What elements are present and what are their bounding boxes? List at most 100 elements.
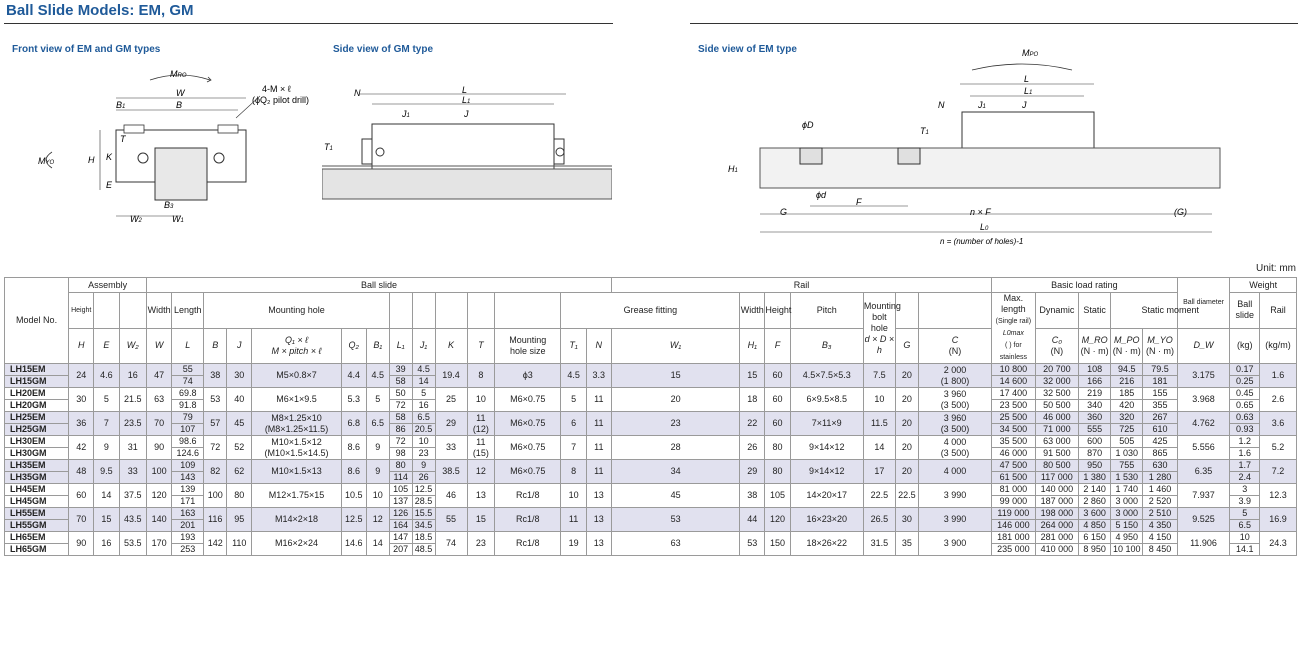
cell-dw: 11.906 (1176, 531, 1231, 556)
cell-mpo_gm: 3 000 (1110, 495, 1144, 508)
cell-g: 20 (894, 459, 919, 484)
cell-c0_em: 46 000 (1034, 411, 1080, 424)
model-gm: LH65GM (3, 543, 70, 556)
cell-w: 100 (146, 459, 173, 484)
caption-front-view: Front view of EM and GM types (12, 44, 161, 55)
cell-b: 100 (203, 483, 228, 508)
cell-ddh: 7×11×9 (789, 411, 864, 436)
cell-mounting-hole: M14×2×18 (251, 507, 342, 532)
cell-b3: 22.5 (862, 483, 896, 508)
cell-c0_gm: 91 500 (1034, 447, 1080, 460)
cell-t1: 4.5 (560, 363, 587, 388)
cell-dw: 6.35 (1176, 459, 1231, 484)
label-j1: J1 (401, 109, 410, 119)
cell-h: 60 (68, 483, 95, 508)
cell-e: 14 (93, 483, 120, 508)
label-mro: MRO (170, 69, 187, 79)
cell-t: 8 (466, 363, 496, 388)
cell-j1_em: 18.5 (411, 531, 436, 544)
th-basic-load: Basic load rating (991, 277, 1178, 293)
cell-w2: 37.5 (118, 483, 148, 508)
cell-l_em: 193 (171, 531, 205, 544)
cell-f: 80 (764, 459, 791, 484)
cell-h: 24 (68, 363, 95, 388)
cell-t1: 11 (560, 507, 587, 532)
side-em-drawing: MPO L L1 J1 J N T1 ϕD h H1 ϕd F G n × F … (728, 48, 1221, 246)
cell-l1_em: 50 (388, 387, 413, 400)
specification-table: Model No. Assembly Ball slide Rail Basic… (3, 277, 1297, 556)
cell-mpo_gm: 5 150 (1110, 519, 1144, 532)
cell-rail: 24.3 (1259, 531, 1297, 556)
cell-dw: 7.937 (1176, 483, 1231, 508)
label-em-n: N (938, 100, 945, 110)
cell-l_gm: 124.6 (171, 447, 205, 460)
cell-max-length: 3 960(3 500) (917, 387, 993, 412)
sym-l: L (171, 327, 205, 364)
cell-mpo_em: 3 000 (1110, 507, 1144, 520)
cell-w: 47 (146, 363, 173, 388)
cell-j: 62 (226, 459, 253, 484)
label-n: N (354, 88, 361, 98)
model-gm: LH25GM (3, 423, 70, 436)
sym-l1: L₁ (388, 327, 413, 364)
cell-j1_gm: 23 (411, 447, 436, 460)
label-mounting-hole: 4-M × ℓ (262, 84, 292, 94)
sym-dw: D_W (1176, 327, 1231, 364)
cell-j1_gm: 14 (411, 375, 436, 388)
cell-k: 46 (434, 483, 468, 508)
cell-l1_gm: 58 (388, 375, 413, 388)
cell-rail: 16.9 (1259, 507, 1297, 532)
cell-mounting-hole: M16×2×24 (251, 531, 342, 556)
cell-q2: 14.6 (340, 531, 367, 556)
cell-w2: 43.5 (118, 507, 148, 532)
cell-mro_em: 3 600 (1078, 507, 1112, 520)
cell-b: 82 (203, 459, 228, 484)
cell-t1: 6 (560, 411, 587, 436)
cell-l1_em: 147 (388, 531, 413, 544)
cell-f: 105 (764, 483, 791, 508)
label-b1: B1 (116, 100, 125, 110)
cell-l_em: 79 (171, 411, 205, 424)
cell-e: 9 (93, 435, 120, 460)
cell-mro_gm: 340 (1078, 399, 1112, 412)
cell-j1_em: 9 (411, 459, 436, 472)
th-weight: Weight (1229, 277, 1297, 293)
label-em-note: n = (number of holes)-1 (940, 237, 1023, 246)
model-em: LH55EM (3, 507, 70, 520)
cell-c0_em: 281 000 (1034, 531, 1080, 544)
sym-e: E (93, 327, 120, 364)
cell-q2: 5.3 (340, 387, 367, 412)
cell-l_gm: 143 (171, 471, 205, 484)
cell-k: 38.5 (434, 459, 468, 484)
cell-k: 25 (434, 387, 468, 412)
cell-b3: 10 (862, 387, 896, 412)
sym-h: H (68, 327, 95, 364)
cell-mounting-hole: M10×1.5×12(M10×1.5×14.5) (251, 435, 342, 460)
cell-mpo_gm: 1 030 (1110, 447, 1144, 460)
cell-t1: 7 (560, 435, 587, 460)
cell-mounting-hole: M8×1.25×10(M8×1.25×11.5) (251, 411, 342, 436)
cell-mounting-hole: M6×1×9.5 (251, 387, 342, 412)
cell-max-length: 3 990 (917, 507, 993, 532)
th-assembly: Assembly (68, 277, 148, 293)
cell-j1_gm: 20.5 (411, 423, 436, 436)
cell-b3: 14 (862, 435, 896, 460)
cell-mro_gm: 2 860 (1078, 495, 1112, 508)
cell-h: 36 (68, 411, 95, 436)
cell-wt_gm: 3.9 (1229, 495, 1261, 508)
cell-c_gm: 34 500 (991, 423, 1036, 436)
cell-b1: 12 (365, 507, 390, 532)
cell-g: 35 (894, 531, 919, 556)
cell-g: 20 (894, 363, 919, 388)
cell-n: 11 (585, 459, 612, 484)
side-gm-drawing: L L1 J1 J N T1 (322, 85, 612, 200)
cell-w: 170 (146, 531, 173, 556)
cell-l1_gm: 72 (388, 399, 413, 412)
cell-f: 60 (764, 387, 791, 412)
label-em-l: L (1024, 74, 1029, 84)
cell-mpo_em: 1 740 (1110, 483, 1144, 496)
cell-n: 11 (585, 435, 612, 460)
